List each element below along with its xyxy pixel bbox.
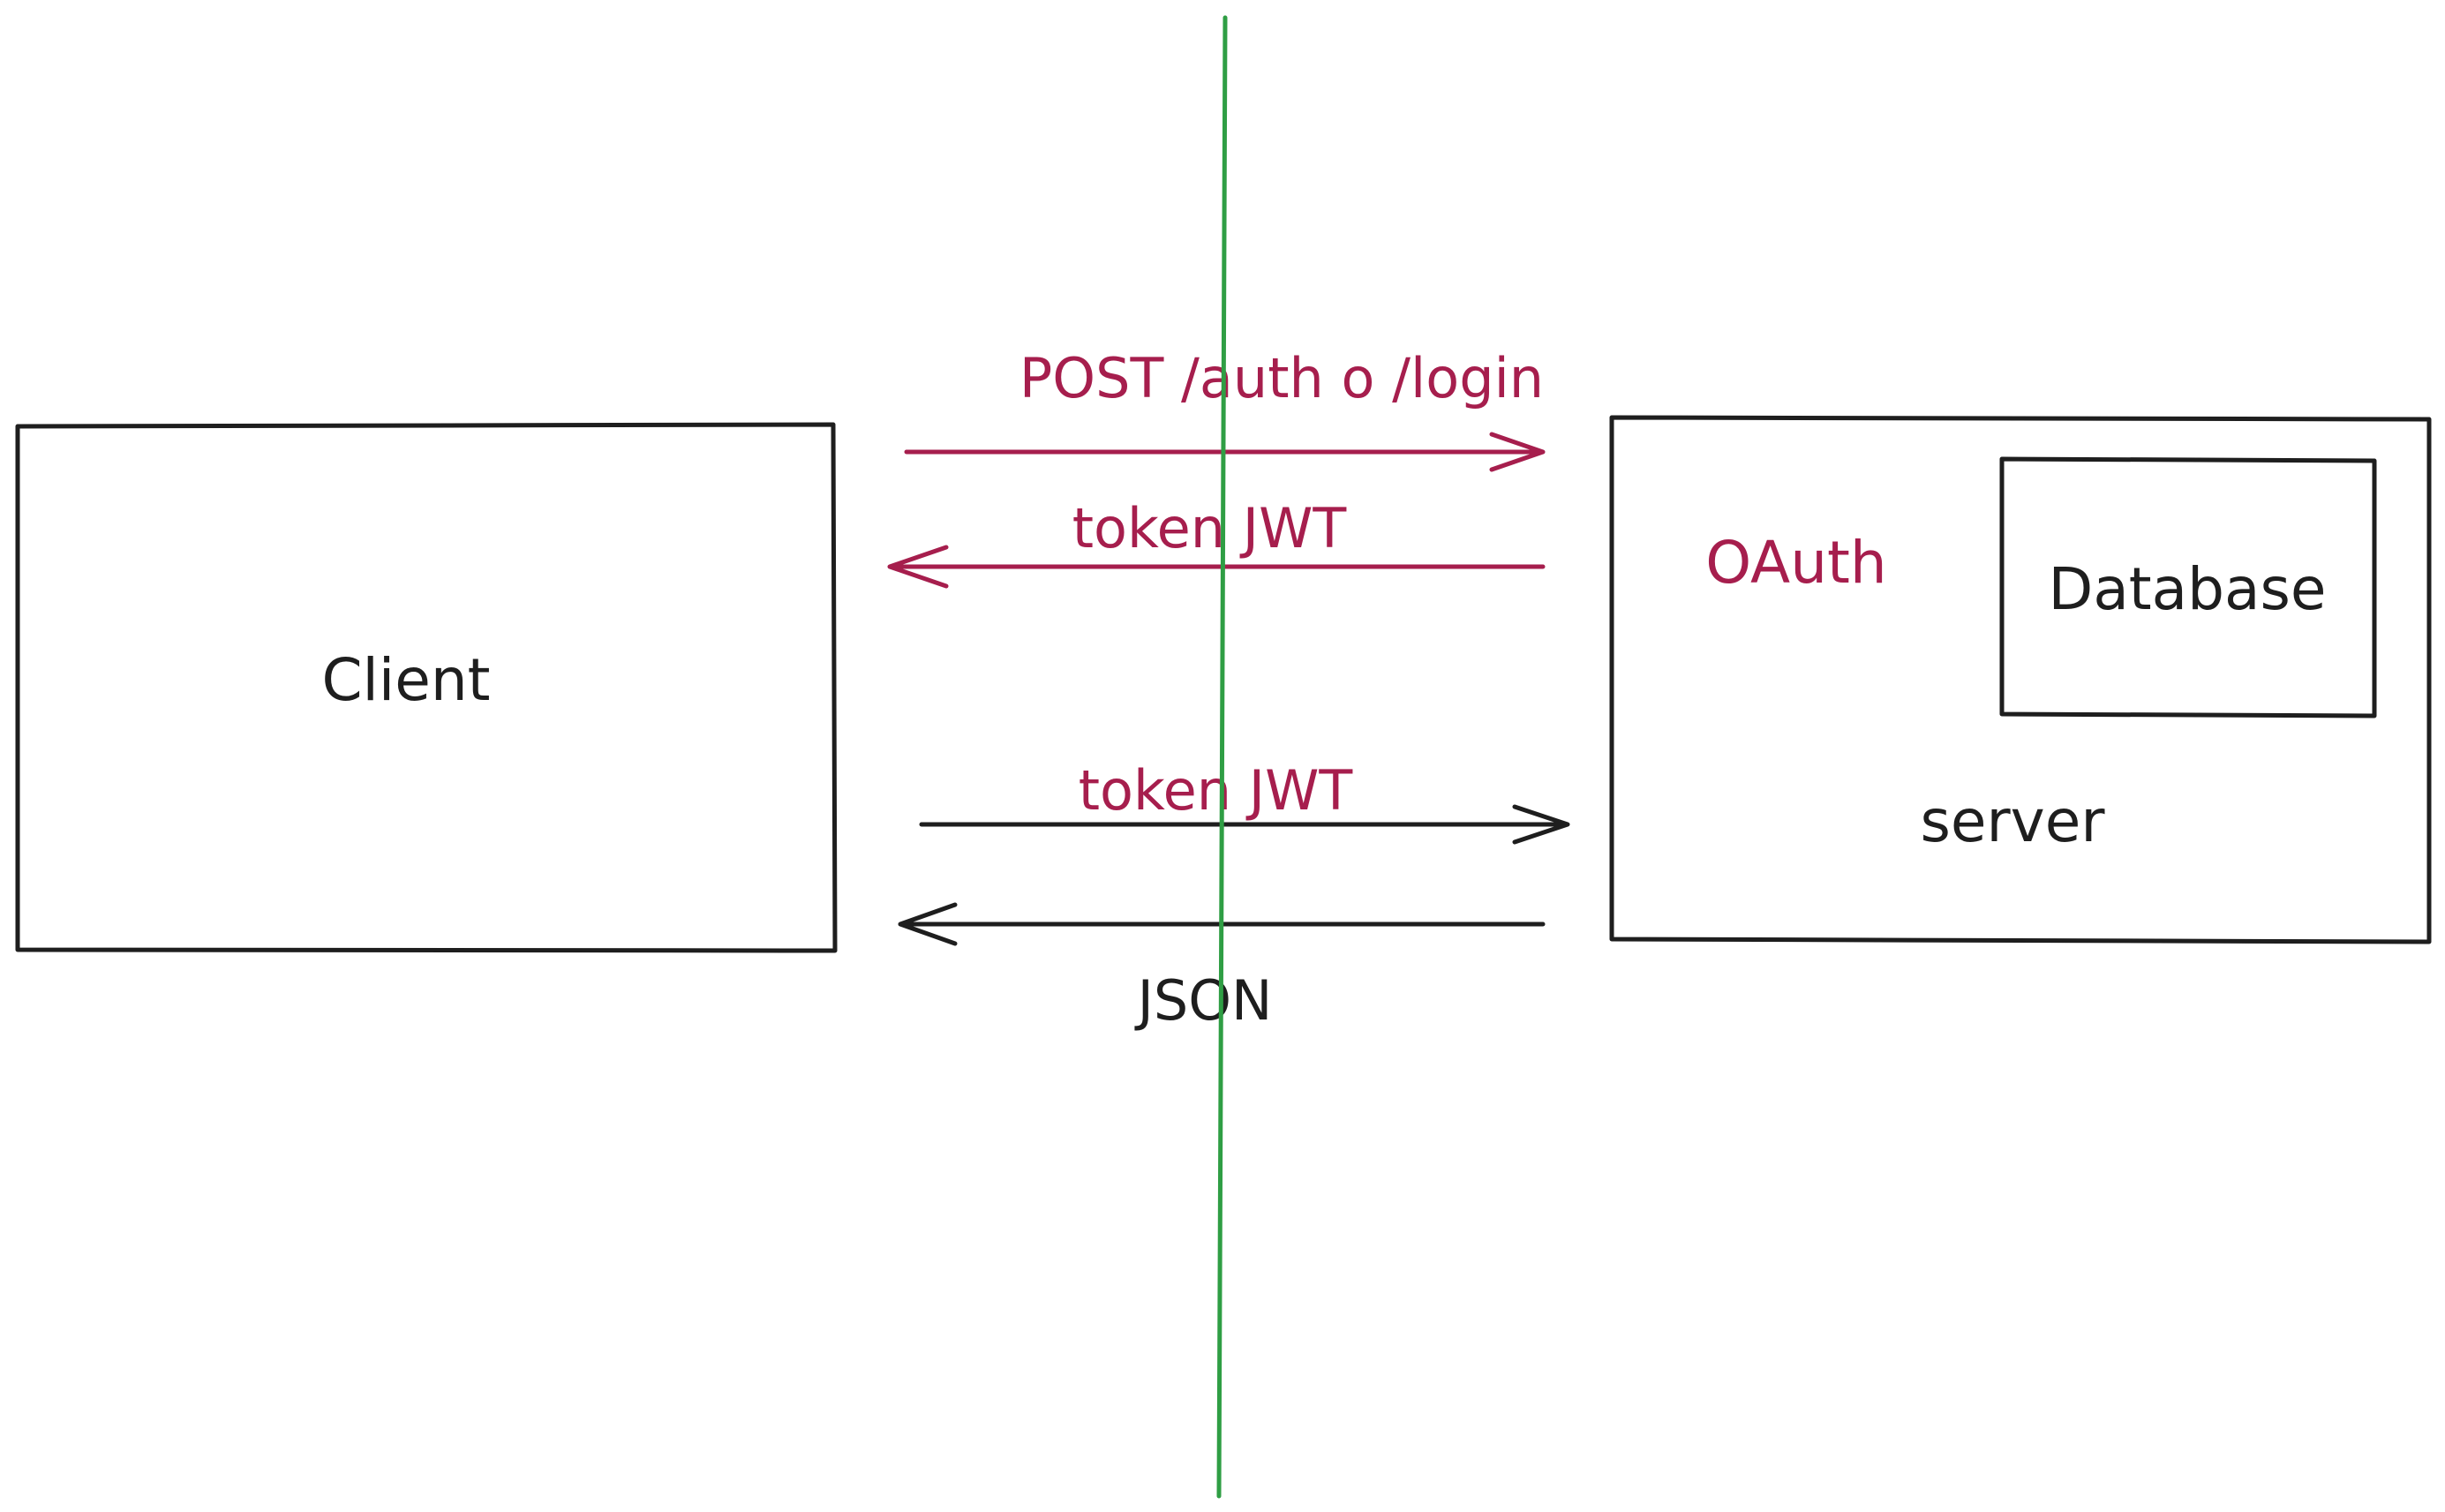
json-response-label: JSON <box>1134 968 1273 1033</box>
database-label: Database <box>2049 555 2327 623</box>
client-node: Client <box>15 422 838 953</box>
token-response-head <box>887 545 949 589</box>
json-response-head <box>898 902 958 946</box>
server-label: server <box>1921 787 2106 855</box>
database-node: Database <box>1999 456 2377 718</box>
login-request-head <box>1489 432 1546 472</box>
server-box <box>1609 415 2432 944</box>
token-request-arrow: token JWT <box>919 758 1570 845</box>
boundary-line <box>1216 15 1228 1499</box>
client-label: Client <box>321 646 490 714</box>
database-box <box>1999 456 2377 718</box>
client-box <box>15 422 838 953</box>
login-request-arrow: POST /auth o /login <box>904 346 1546 472</box>
json-response-arrow: JSON <box>898 902 1546 1033</box>
token-response-label: token JWT <box>1072 496 1348 560</box>
token-request-head <box>1512 804 1570 845</box>
login-request-label: POST /auth o /login <box>1019 346 1544 410</box>
server-node: server OAuth Database <box>1609 415 2432 944</box>
token-response-arrow: token JWT <box>887 496 1546 589</box>
oauth-label: OAuth <box>1705 529 1886 597</box>
token-request-label: token JWT <box>1079 758 1354 823</box>
